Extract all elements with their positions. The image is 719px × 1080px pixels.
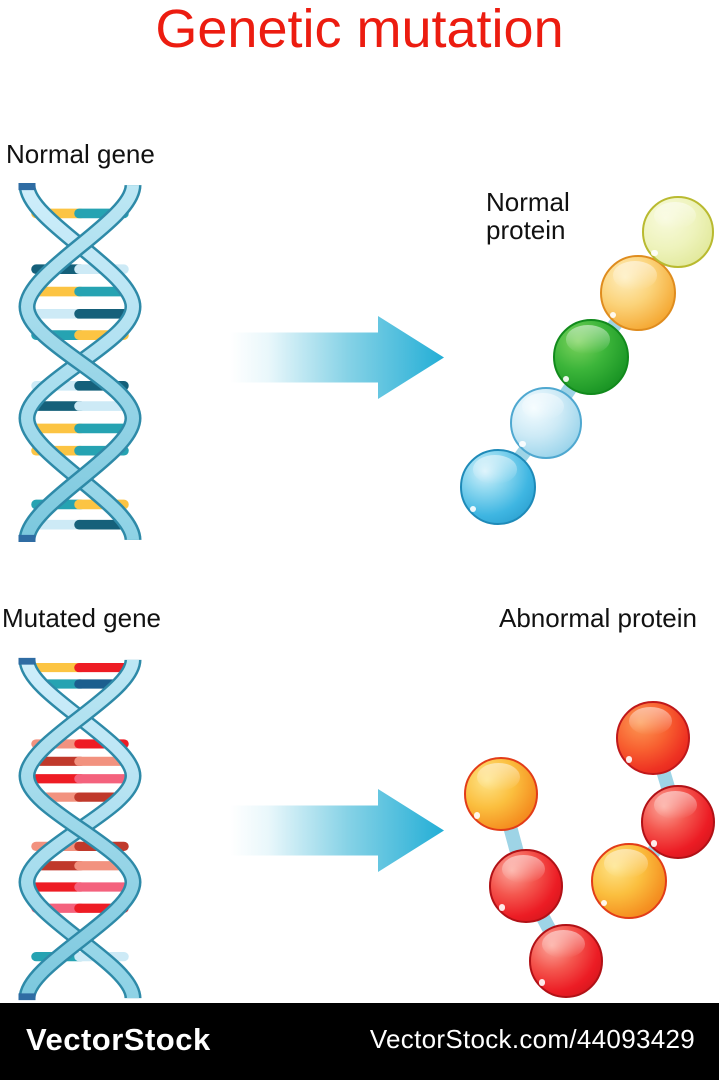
right-arrow-icon (230, 788, 445, 873)
right-arrow (230, 316, 444, 399)
mutated-dna-illustration (5, 655, 155, 1003)
vectorstock-logo: VectorStock (26, 1021, 211, 1057)
protein-sphere-green (553, 319, 629, 395)
protein-sphere-red (529, 924, 603, 998)
protein-sphere-red (489, 849, 563, 923)
normal-dna-illustration (5, 180, 155, 545)
normal-protein-label: Normal protein (486, 187, 570, 245)
protein-sphere-blue (460, 449, 536, 525)
mutated-gene-label: Mutated gene (2, 603, 162, 633)
n-dna-helix (18, 183, 142, 542)
right-arrow (230, 789, 444, 872)
protein-sphere-paleyellow (642, 196, 714, 268)
watermark-bar: VectorStock VectorStock.com/44093429 (0, 1003, 719, 1080)
protein-sphere-orange (600, 255, 676, 331)
protein-sphere-orangered (591, 843, 667, 919)
m-dna-helix (18, 657, 142, 1001)
right-arrow-icon (230, 315, 445, 400)
protein-sphere-red (641, 785, 715, 859)
normal-gene-label: Normal gene (6, 139, 155, 169)
page-title: Genetic mutation (155, 0, 564, 59)
protein-sphere-lightblue (510, 387, 582, 459)
abnormal-protein-label: Abnormal protein (499, 603, 697, 633)
protein-sphere-redorange (616, 701, 690, 775)
watermark-url: VectorStock.com/44093429 (369, 1024, 695, 1054)
protein-sphere-orangered (464, 757, 538, 831)
